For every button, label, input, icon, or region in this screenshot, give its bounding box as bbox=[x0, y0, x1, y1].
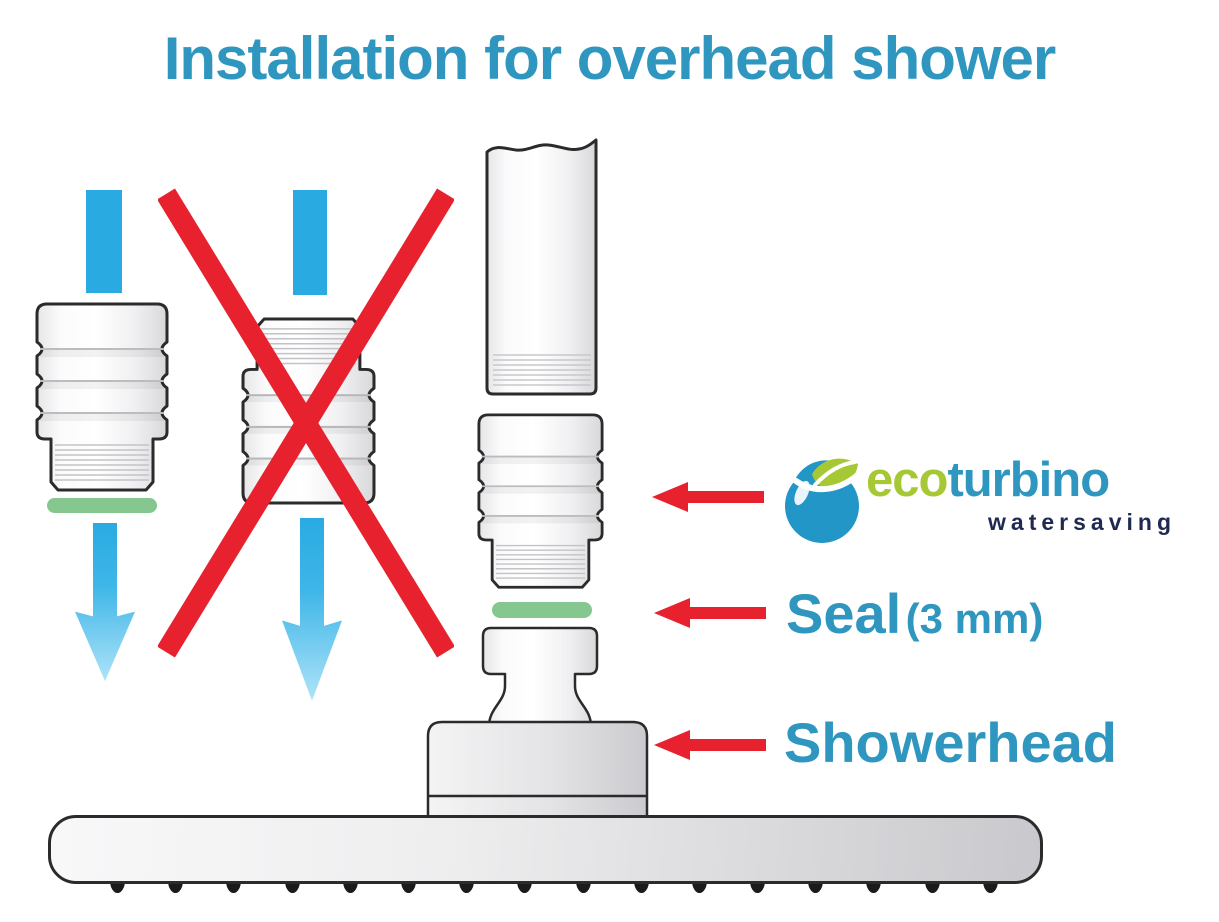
down-flow-arrow-icon bbox=[75, 523, 135, 682]
seal-callout: Seal (3 mm) bbox=[786, 586, 1043, 642]
brand-name: ecoturbino bbox=[866, 456, 1176, 505]
left-arrow-icon bbox=[652, 482, 764, 512]
water-drop-leaf-icon bbox=[785, 458, 862, 543]
water-inlet-bar-correct bbox=[86, 190, 122, 293]
showerhead-mount bbox=[426, 626, 649, 820]
brand-tagline: watersaving bbox=[988, 509, 1176, 535]
showerhead-callout: Showerhead bbox=[784, 715, 1117, 771]
red-cross-icon bbox=[158, 188, 454, 658]
adapter-correct-figure bbox=[35, 302, 169, 492]
down-flow-arrow-icon bbox=[282, 518, 342, 701]
seal-install-figure bbox=[492, 602, 592, 618]
page-title: Installation for overhead shower bbox=[163, 25, 1057, 92]
showerhead-label: Showerhead bbox=[784, 711, 1117, 774]
seal-label: Seal bbox=[786, 582, 902, 645]
showerhead-plate bbox=[48, 815, 1043, 884]
adapter-install-figure bbox=[477, 413, 604, 589]
brand-lockup: ecoturbino watersaving bbox=[866, 456, 1176, 534]
brand-name-turbino: turbino bbox=[947, 453, 1110, 507]
seal-size-label: (3 mm) bbox=[905, 595, 1044, 642]
seal-correct-figure bbox=[47, 498, 157, 513]
left-arrow-icon bbox=[654, 730, 766, 760]
brand-name-eco: eco bbox=[866, 453, 948, 507]
water-inlet-bar-wrong bbox=[293, 190, 327, 295]
shower-arm-pipe bbox=[485, 138, 598, 396]
left-arrow-icon bbox=[654, 598, 766, 628]
